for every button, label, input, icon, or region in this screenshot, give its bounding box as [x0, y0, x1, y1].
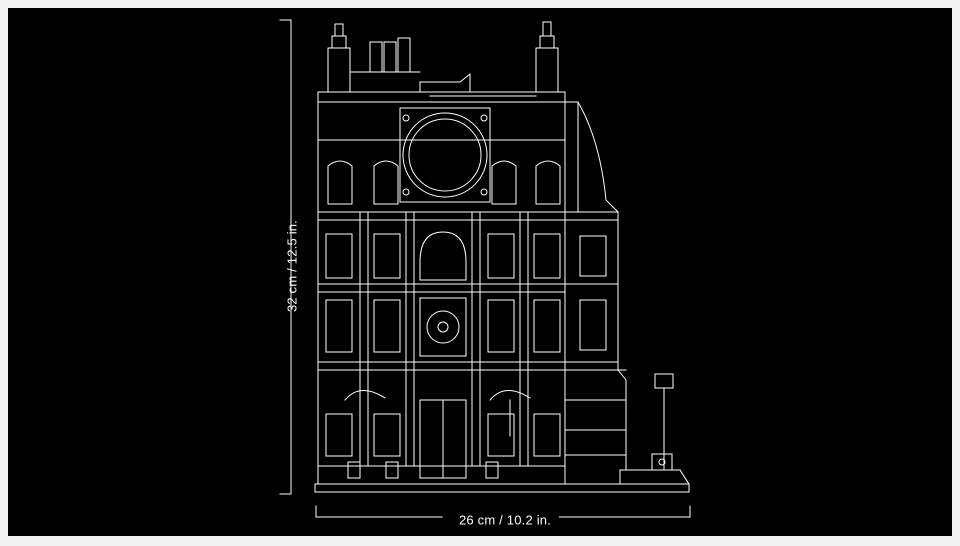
width-dimension-line [315, 505, 691, 518]
height-dimension-line [279, 19, 292, 495]
roof-chimneys [327, 21, 559, 97]
middle-windows [325, 231, 561, 353]
width-dimension-label: 26 cm / 10.2 in. [450, 512, 560, 528]
main-facade [317, 91, 566, 485]
upper-windows [327, 160, 561, 205]
side-wing [564, 101, 627, 471]
round-window [399, 107, 491, 203]
base-plate [314, 469, 690, 493]
height-dimension-label: 32 cm / 12.5 in. [284, 219, 300, 313]
ground-floor [325, 390, 561, 479]
street-lamp [651, 373, 674, 471]
facade-medallion [419, 297, 467, 357]
building-line-drawing [279, 19, 691, 518]
